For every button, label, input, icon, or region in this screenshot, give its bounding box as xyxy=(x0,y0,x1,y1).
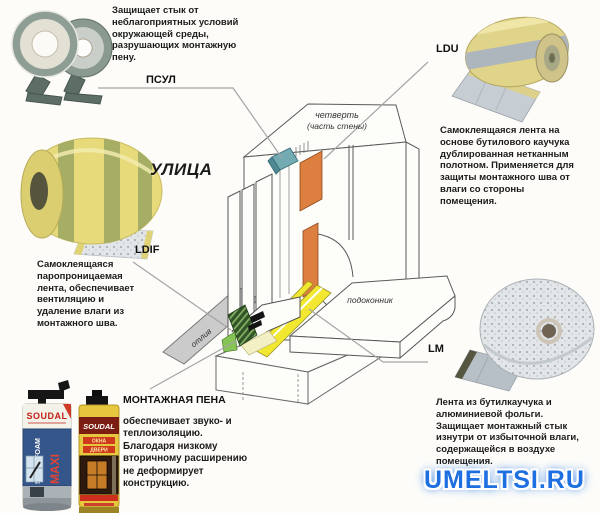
psul-label: ПСУЛ xyxy=(146,74,176,86)
lm-callout-line xyxy=(308,308,428,363)
can1-variant-text: MAXI xyxy=(48,454,62,484)
can2-line1-text: ОКНА xyxy=(92,439,107,445)
foam-heading: МОНТАЖНАЯ ПЕНА xyxy=(123,394,226,406)
foam-cans-photo: SOUDAL SOUDAFOAM MAXI SOUDAL ОКНА ДВЕРИ xyxy=(22,380,120,513)
frame-anchor xyxy=(248,311,265,331)
street-label: УЛИЦА xyxy=(150,160,213,179)
can-soudafoam: SOUDAL SOUDAFOAM MAXI xyxy=(22,380,72,511)
psul-rolls-photo xyxy=(11,10,113,106)
ldif-roll-photo xyxy=(20,137,163,260)
ldif-description: Самоклеящаяся паропроницаемая лента, обе… xyxy=(37,259,135,329)
watermark: UMELTSI.RU xyxy=(424,466,585,494)
ldu-callout-line xyxy=(323,61,429,160)
windowsill-label: подоконник xyxy=(347,295,394,305)
ldif-label: LDIF xyxy=(135,244,160,256)
ldu-label: LDU xyxy=(436,43,459,55)
foam-description: обеспечивает звуко- и теплоизоляцию. Бла… xyxy=(123,416,248,490)
can1-brand-text: SOUDAL xyxy=(27,411,68,421)
pale-foam-bead xyxy=(240,330,278,356)
quarter-label-line1: четверть xyxy=(315,110,359,120)
ldif-callout-line xyxy=(132,261,232,331)
quarter-label-line2: (часть стены) xyxy=(307,121,367,131)
psul-description: Защищает стык от неблагоприятных условий… xyxy=(112,5,239,64)
ldu-description: Самоклеящаяся лента на основе бутилового… xyxy=(440,125,574,207)
lm-roll-photo xyxy=(454,278,595,392)
callout-lines xyxy=(98,61,429,390)
ldu-tape-strips xyxy=(299,150,323,298)
psul-callout-line xyxy=(98,87,283,159)
lm-description: Лента из бутилкаучука и алюминиевой фоль… xyxy=(436,397,579,467)
can-okna-dveri: SOUDAL ОКНА ДВЕРИ xyxy=(78,390,120,513)
quarter-hatch-ticks xyxy=(295,141,309,157)
foam-callout-line xyxy=(149,340,237,390)
psul-tape-block xyxy=(267,147,299,175)
can2-line2-text: ДВЕРИ xyxy=(90,448,108,454)
ldu-roll-photo xyxy=(451,10,575,123)
window-frame-profile xyxy=(227,164,301,347)
can2-brand-text: SOUDAL xyxy=(83,422,115,431)
lm-label: LM xyxy=(428,343,444,355)
